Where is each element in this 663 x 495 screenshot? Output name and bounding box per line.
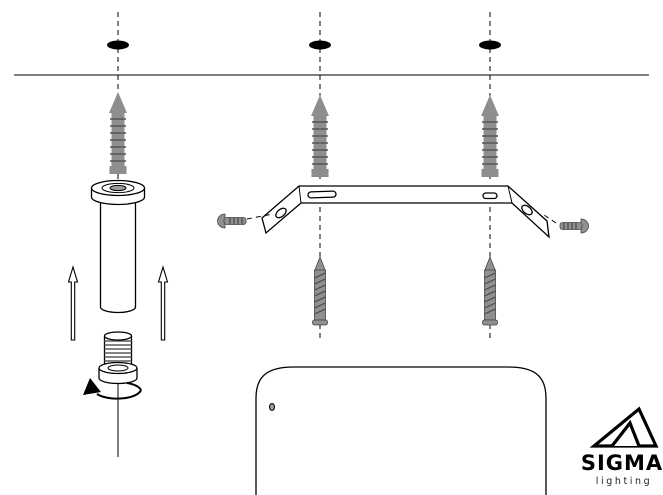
bracket-slot-right bbox=[482, 192, 498, 200]
mounting-bracket: ceiling mounting bracket bbox=[261, 185, 550, 239]
tube-flange-ring bbox=[101, 182, 135, 194]
ceiling-hole-center bbox=[309, 40, 331, 50]
bracket-hole-right bbox=[521, 204, 533, 216]
wall-plug-left bbox=[108, 91, 128, 175]
mount-screw-left bbox=[311, 256, 329, 326]
sigma-logo-subtitle: lighting bbox=[596, 476, 653, 487]
side-screws: side fixing screws bbox=[216, 213, 590, 234]
canopy-side-hole bbox=[269, 403, 275, 411]
lock-ring: lock ring bbox=[98, 361, 138, 385]
canopy-cover: ceiling canopy cover bbox=[255, 366, 547, 495]
ceiling-hole-left bbox=[107, 40, 129, 50]
up-arrow-icon bbox=[67, 265, 79, 341]
mount-screw-right bbox=[481, 256, 499, 326]
ceiling-hole-right bbox=[479, 40, 501, 50]
turn-arrowhead-icon bbox=[83, 378, 101, 395]
sigma-logo-notch-icon bbox=[610, 419, 641, 447]
wall-plug-center bbox=[310, 94, 330, 178]
bracket-hole-left bbox=[275, 207, 287, 219]
alignment-guides: alignment guide lines bbox=[117, 12, 491, 342]
side-screw-left bbox=[216, 213, 247, 229]
sigma-logo-text: SIGMA bbox=[581, 451, 663, 475]
ceiling-holes: drilled ceiling holes bbox=[107, 40, 501, 50]
wall-plugs: expansion wall plugs bbox=[108, 91, 500, 178]
threaded-nipple: threaded nipple bbox=[103, 331, 133, 367]
tube-center-hole bbox=[109, 184, 127, 192]
tube-body bbox=[99, 201, 137, 314]
suspension-tube: threaded suspension tube bbox=[90, 179, 146, 314]
sigma-logo: SIGMA lighting logo SIGMA lighting bbox=[581, 406, 663, 487]
side-screw-right bbox=[559, 218, 590, 234]
bracket-body bbox=[261, 185, 550, 239]
turn-arrow: turn-to-fasten arrow bbox=[83, 378, 142, 400]
canopy-outline bbox=[255, 366, 547, 495]
nipple-top bbox=[103, 331, 133, 341]
wall-plug-right bbox=[480, 94, 500, 178]
up-arrow-icon bbox=[157, 265, 169, 341]
bracket-slot-left bbox=[307, 190, 337, 199]
mounting-screws: mounting screws bbox=[311, 256, 499, 326]
insert-arrows: insert direction arrows bbox=[67, 265, 169, 341]
nipple-threads bbox=[104, 340, 132, 362]
